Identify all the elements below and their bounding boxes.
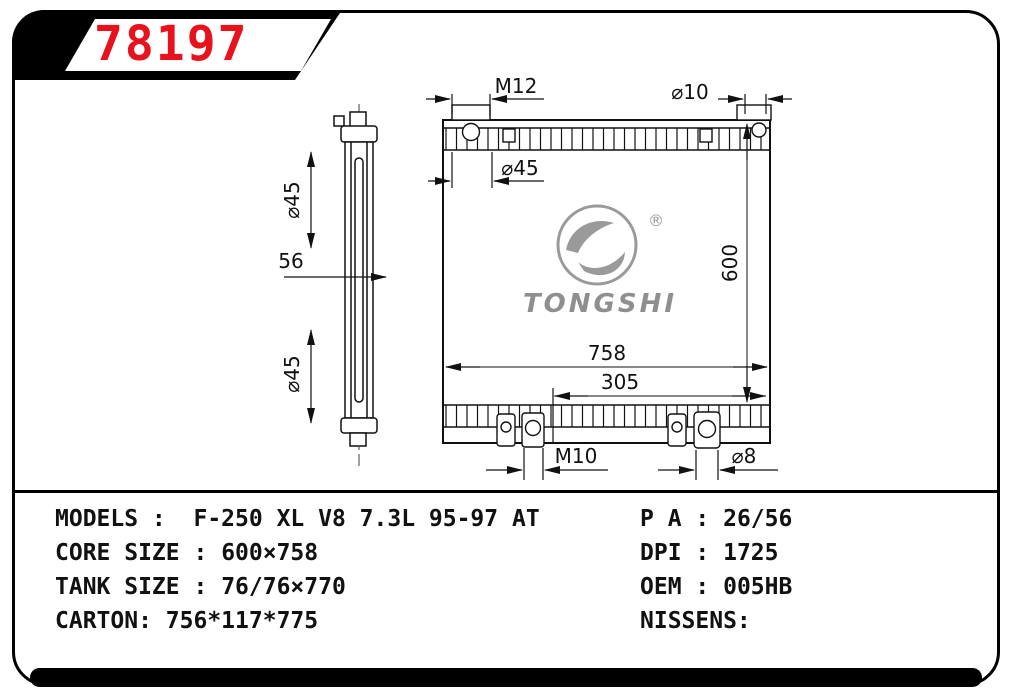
spec-core-size: CORE SIZE : 600×758 [55,540,318,566]
spec-models: MODELS : F-250 XL V8 7.3L 95-97 AT [55,506,540,532]
spec-oem: OEM : 005HB [640,574,792,600]
spec-value: 005HB [723,574,793,600]
spec-value: 1725 [723,540,779,566]
spec-dpi: DPI : 1725 [640,540,779,566]
spec-label: P A : [640,506,710,532]
part-number: 78197 [94,16,249,72]
spec-label: TANK SIZE : [55,574,208,600]
spec-value: 76/76×770 [221,574,346,600]
spec-label: CORE SIZE : [55,540,208,566]
spec-value: 26/56 [723,506,793,532]
spec-label: DPI : [640,540,710,566]
bottom-bar [30,668,982,687]
spec-label: CARTON: [55,608,152,634]
spec-label: OEM : [640,574,710,600]
spec-label: NISSENS: [640,608,751,634]
spec-nissens: NISSENS: [640,608,765,634]
spec-carton: CARTON: 756*117*775 [55,608,318,634]
spec-value: F-250 XL V8 7.3L 95-97 AT [193,506,540,532]
spec-value: 600×758 [221,540,319,566]
spec-tank-size: TANK SIZE : 76/76×770 [55,574,346,600]
spec-label: MODELS : [55,506,166,532]
spec-pa: P A : 26/56 [640,506,792,532]
section-divider [14,490,998,493]
spec-value: 756*117*775 [165,608,319,634]
